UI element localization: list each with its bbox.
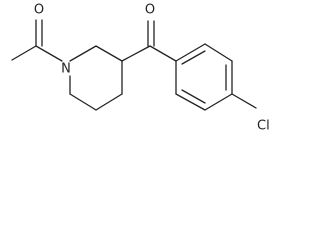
- bond-aryl-5: [175, 93, 206, 111]
- ketone-oxygen-label: O: [145, 3, 155, 18]
- chemical-structure: O N O Cl: [11, 3, 270, 134]
- acetyl-oxygen-label: O: [34, 3, 44, 18]
- atom-labels: O N O Cl: [34, 3, 270, 134]
- bond-aryl-double-1: [181, 50, 206, 65]
- bond-lines: [11, 19, 257, 111]
- bond-ketone-aryl: [149, 45, 177, 62]
- bond-ring-n-c2: [69, 45, 97, 62]
- bond-methyl-carbonyl: [11, 45, 37, 61]
- bond-ring-c5-c6: [69, 93, 97, 111]
- structure-canvas: O N O Cl: [11, 2, 270, 134]
- bond-ring-c2-c3: [95, 45, 123, 62]
- bond-carbonyl-nitrogen: [35, 45, 63, 62]
- bond-aryl-chlorine: [231, 93, 257, 109]
- bond-aryl-1: [175, 43, 206, 62]
- chlorine-label: Cl: [257, 119, 270, 134]
- bond-aryl-2: [204, 43, 233, 62]
- ring-nitrogen-label: N: [61, 62, 71, 77]
- bond-ring-c4-c5: [95, 93, 123, 111]
- bond-aryl-double-3: [181, 89, 206, 104]
- bond-aryl-4: [204, 93, 233, 111]
- bond-ring-ketone: [121, 45, 151, 62]
